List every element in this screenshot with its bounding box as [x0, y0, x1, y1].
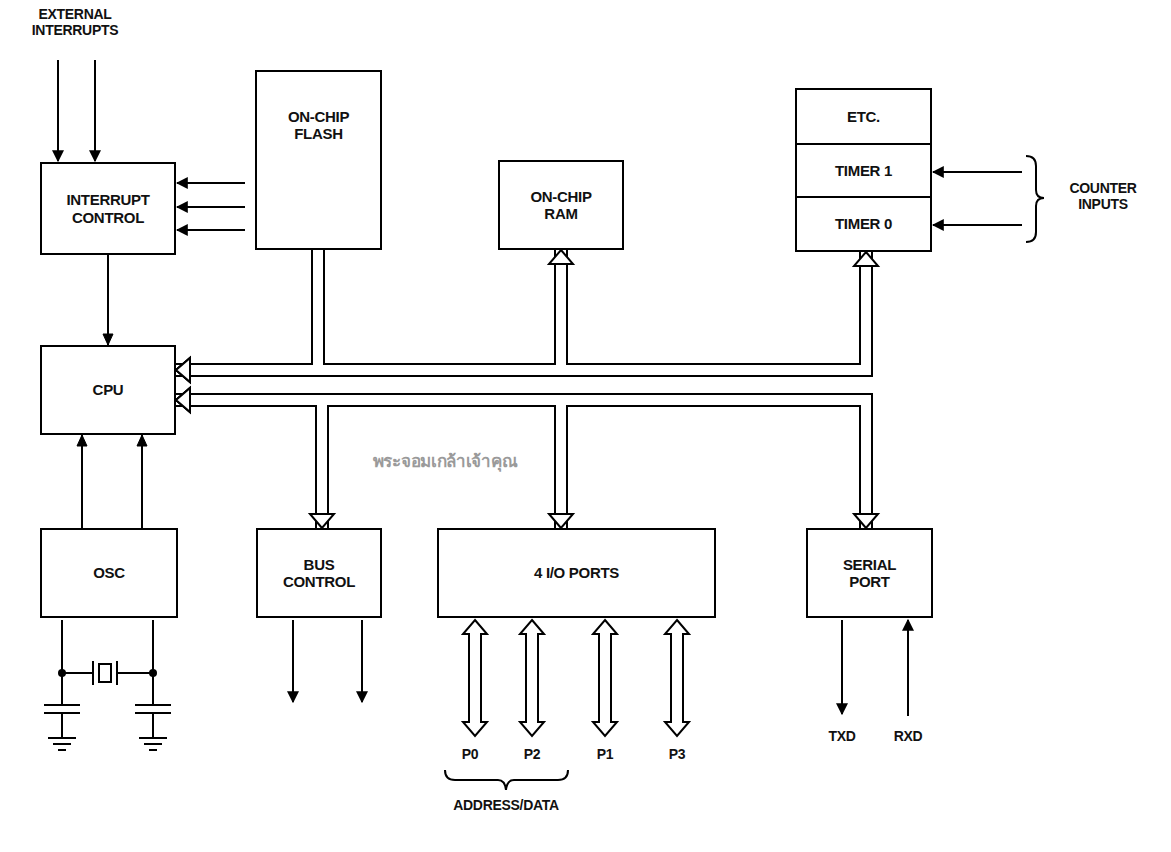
block-box: OSC [40, 528, 178, 618]
port-arrow [665, 620, 689, 736]
txd-line [841, 620, 843, 714]
signal-arrow [107, 255, 109, 345]
block-box: TIMER 1 [795, 143, 932, 198]
interrupt-line [177, 206, 245, 208]
port-label: P1 [580, 746, 630, 762]
arrow-head [854, 252, 878, 266]
arrow-head [549, 250, 573, 264]
block-label: TIMER 1 [835, 162, 892, 179]
bus-connector [176, 252, 866, 370]
block-box: BUS CONTROL [256, 528, 382, 618]
pin-label: TXD [812, 728, 872, 744]
arrow-head [176, 358, 190, 382]
control-line [361, 620, 363, 702]
block-box: ON-CHIP FLASH [255, 70, 382, 250]
interrupt-line [94, 60, 96, 161]
block-label: SERIAL PORT [825, 556, 915, 591]
port-arrow [520, 620, 544, 736]
block-label: BUS CONTROL [274, 556, 364, 591]
arrow-head [549, 514, 573, 528]
osc-wire [62, 620, 153, 705]
bus-connector [176, 400, 322, 528]
pin-label: RXD [878, 728, 938, 744]
bus-connector [176, 252, 866, 370]
bus-connector [176, 400, 561, 528]
arrow-head [103, 334, 113, 345]
block-box: 4 I/O PORTS [437, 528, 716, 618]
counter-line [933, 171, 1022, 173]
capacitor-symbol [44, 705, 80, 750]
block-box: INTERRUPT CONTROL [40, 162, 176, 255]
bus-connector [176, 400, 322, 528]
arrow-head [176, 358, 190, 382]
rxd-line [907, 620, 909, 716]
capacitor-symbol [135, 705, 171, 750]
port-label: P2 [507, 746, 557, 762]
junction-dot [58, 669, 66, 677]
bus-connector [176, 250, 561, 370]
bus-connector [176, 250, 318, 370]
control-line [292, 620, 294, 702]
brace [445, 770, 568, 790]
bus-label: ADDRESS/DATA [426, 797, 586, 813]
arrow-head [176, 358, 190, 382]
block-box: ETC. [795, 88, 932, 145]
arrow-head [137, 435, 147, 446]
block-label: ETC. [847, 108, 880, 125]
block-label: CPU [93, 381, 124, 398]
crystal-symbol [99, 664, 111, 682]
bus-connector [176, 250, 561, 370]
signal-label: COUNTER INPUTS [1047, 180, 1159, 212]
block-box: TIMER 0 [795, 196, 932, 252]
arrow-head [854, 514, 878, 528]
port-label: P3 [652, 746, 702, 762]
block-box: SERIAL PORT [806, 528, 933, 618]
arrow-head [77, 435, 87, 446]
interrupt-line [177, 182, 245, 184]
arrow-head [176, 388, 190, 412]
arrow-head [176, 388, 190, 412]
brace [1026, 156, 1044, 242]
signal-arrow [81, 435, 83, 528]
block-label: 4 I/O PORTS [534, 564, 619, 581]
bus-connector [176, 400, 561, 528]
port-arrow [593, 620, 617, 736]
block-label: ON-CHIP FLASH [274, 108, 364, 143]
port-label: P0 [445, 746, 495, 762]
bus-connector [176, 400, 866, 528]
arrow-head [176, 388, 190, 412]
bus-connector [176, 400, 866, 528]
block-label: ON-CHIP RAM [516, 188, 606, 223]
counter-line [933, 224, 1022, 226]
signal-label: EXTERNAL INTERRUPTS [5, 6, 145, 38]
junction-dot [149, 669, 157, 677]
arrow-head [310, 514, 334, 528]
interrupt-line [177, 229, 245, 231]
block-label: INTERRUPT CONTROL [53, 191, 163, 226]
block-box: ON-CHIP RAM [498, 160, 624, 250]
block-label: TIMER 0 [835, 215, 892, 232]
watermark-text: พระจอมเกล้าเจ้าคุณ [345, 452, 545, 472]
block-label: OSC [93, 564, 125, 581]
interrupt-line [57, 60, 59, 161]
port-arrow [463, 620, 487, 736]
crystal-symbol [62, 661, 153, 685]
bus-connector [176, 250, 318, 370]
block-box: CPU [40, 345, 176, 435]
signal-arrow [141, 435, 143, 528]
